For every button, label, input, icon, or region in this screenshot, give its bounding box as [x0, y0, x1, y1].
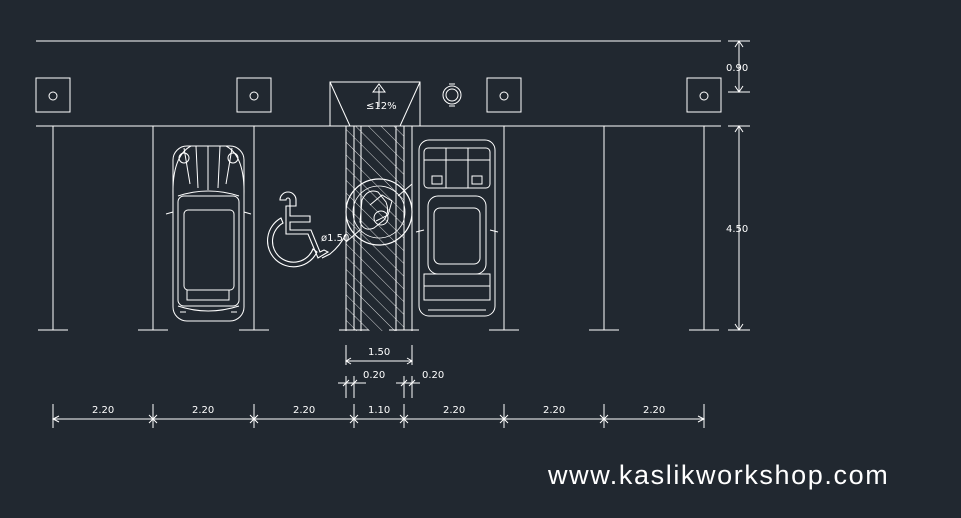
parking-column — [486, 77, 522, 113]
right-dimension-label: 4.50 — [726, 224, 748, 235]
light-fixture — [442, 83, 462, 107]
bottom-dimension-label: 2.20 — [92, 405, 114, 416]
bottom-chain-dimension — [51, 404, 706, 428]
wheelchair-user-icon — [345, 178, 413, 246]
right-margin-label: 0.20 — [422, 370, 444, 381]
parking-column — [236, 77, 272, 113]
car-top-view — [165, 145, 252, 322]
bottom-dimension-label: 1.10 — [368, 405, 390, 416]
access-width-dimension — [345, 345, 413, 365]
turning-circle-label: ø1.50 — [321, 233, 349, 244]
car-top-view — [415, 139, 499, 317]
margin-dimensions — [338, 376, 420, 398]
right-dimension-lines — [728, 40, 750, 331]
top-dimension-label: 0.90 — [726, 63, 748, 74]
parking-column — [686, 77, 722, 113]
access-aisle-hatch — [345, 126, 413, 331]
wheelchair-accessibility-icon — [267, 191, 347, 268]
slope-label: ≤12% — [366, 101, 397, 112]
bottom-dimension-label: 2.20 — [643, 405, 665, 416]
left-margin-label: 0.20 — [363, 370, 385, 381]
bottom-dimension-labels: 2.20 2.20 2.20 1.10 2.20 2.20 2.20 — [92, 405, 665, 416]
bottom-dimension-label: 2.20 — [543, 405, 565, 416]
access-width-label: 1.50 — [368, 347, 390, 358]
bottom-dimension-label: 2.20 — [443, 405, 465, 416]
bottom-dimension-label: 2.20 — [293, 405, 315, 416]
parking-column — [35, 77, 71, 113]
bottom-dimension-label: 2.20 — [192, 405, 214, 416]
website-watermark: www.kaslikworkshop.com — [548, 460, 890, 490]
